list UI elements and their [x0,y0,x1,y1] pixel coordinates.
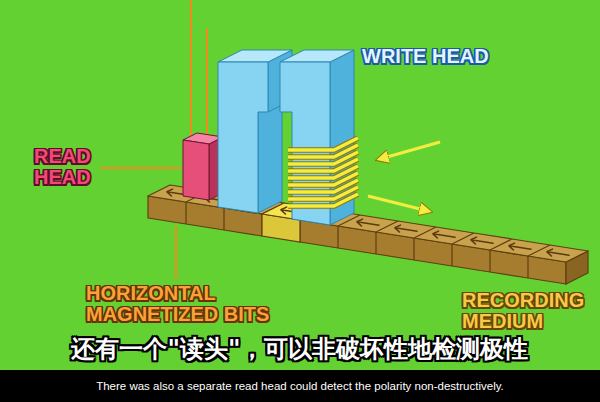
subtitle-text: There was also a separate read head coul… [0,370,600,402]
subtitle-text: 还有一个"读头"，可以非破坏性地检测极性 [0,333,600,365]
part-label: READ HEAD [34,146,98,188]
current-arrow [380,142,440,159]
coil-winding [288,138,358,206]
leader-line [175,226,177,279]
write-head-top [218,50,292,62]
read-head-wire [206,28,208,138]
write-head-top [280,50,354,62]
write-head-side [258,100,282,213]
part-label: RECORDING MEDIUM [462,290,594,332]
write-head-front [218,62,268,213]
current-arrow [368,196,428,211]
read-head-front [183,140,209,200]
part-label: WRITE HEAD [362,46,489,67]
leader-line [100,167,181,169]
read-head-wire [190,0,192,136]
part-label: HORIZONTAL MAGNETIZED BITS [86,283,286,325]
coil-outline [288,138,358,206]
